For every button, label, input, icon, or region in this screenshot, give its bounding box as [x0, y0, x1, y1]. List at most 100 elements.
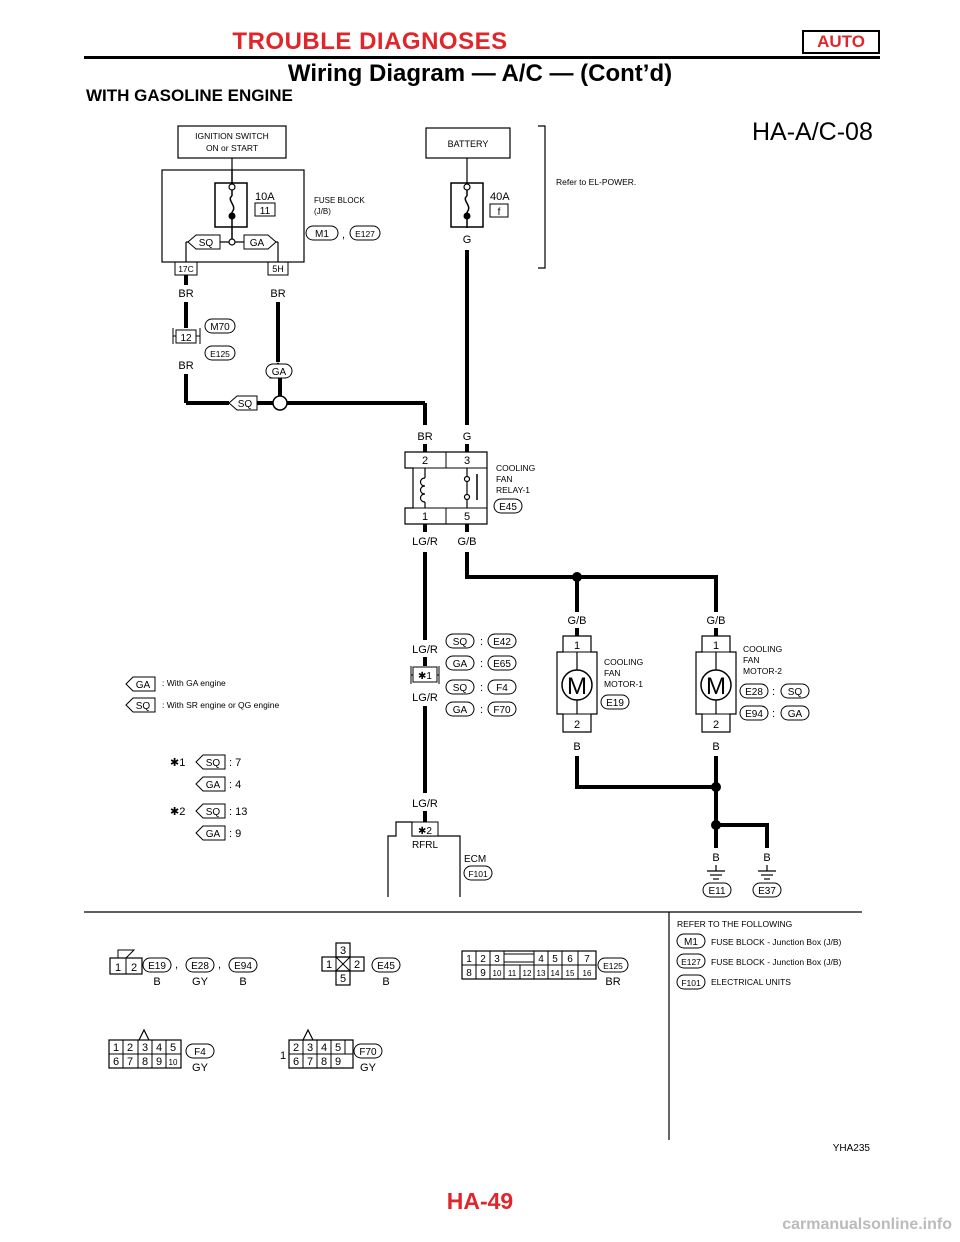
svg-text:6: 6: [293, 1056, 299, 1068]
svg-text:BR: BR: [270, 288, 285, 300]
svg-text:7: 7: [307, 1056, 313, 1068]
svg-text:GY: GY: [360, 1062, 377, 1074]
svg-text:✱1: ✱1: [170, 757, 185, 769]
svg-text:M: M: [567, 673, 587, 700]
ignition-label-1: IGNITION SWITCH: [195, 131, 269, 141]
svg-text:8: 8: [142, 1056, 148, 1068]
svg-text:E28: E28: [191, 961, 209, 972]
svg-text:E127: E127: [681, 957, 701, 967]
svg-text:SQ: SQ: [136, 701, 151, 712]
battery-label: BATTERY: [448, 139, 489, 149]
svg-text:16: 16: [583, 969, 592, 978]
pin-17c: 17C: [178, 264, 194, 274]
svg-text:3: 3: [307, 1042, 313, 1054]
svg-text:: With SR engine or QG engine: : With SR engine or QG engine: [162, 700, 279, 710]
svg-text:G: G: [463, 234, 472, 246]
svg-text:G/B: G/B: [458, 536, 477, 548]
svg-text:E19: E19: [148, 961, 166, 972]
fuse-10a: [214, 182, 248, 228]
svg-text:9: 9: [156, 1056, 162, 1068]
svg-text:7: 7: [584, 954, 590, 965]
svg-text:3: 3: [142, 1042, 148, 1054]
fuse2-amp: 40A: [490, 191, 510, 203]
ground-symbols: [707, 865, 776, 880]
svg-text:SQ: SQ: [453, 683, 468, 694]
svg-text:8: 8: [466, 968, 472, 979]
svg-text::: :: [772, 686, 775, 698]
svg-text:GA: GA: [250, 238, 265, 249]
svg-text:3: 3: [494, 954, 500, 965]
svg-text:,: ,: [175, 959, 178, 971]
svg-text:1: 1: [466, 954, 472, 965]
pin-12: 12: [180, 333, 192, 344]
ignition-label-2: ON or START: [206, 143, 258, 153]
svg-text:FUSE BLOCK - Junction Box (J/B: FUSE BLOCK - Junction Box (J/B): [711, 957, 842, 967]
svg-text:BR: BR: [417, 431, 432, 443]
svg-text:LG/R: LG/R: [412, 536, 438, 548]
svg-text:G/B: G/B: [707, 615, 726, 627]
svg-text:,: ,: [342, 229, 345, 241]
svg-text:SQ: SQ: [206, 758, 221, 769]
svg-text:F70: F70: [493, 705, 511, 716]
ecm-box: [387, 821, 461, 897]
svg-text:1: 1: [326, 959, 332, 971]
svg-text:2: 2: [127, 1042, 133, 1054]
svg-text:9: 9: [480, 968, 486, 979]
svg-text:5: 5: [552, 954, 558, 965]
svg-text:5: 5: [335, 1042, 341, 1054]
svg-text:FAN: FAN: [604, 668, 621, 678]
svg-text:5: 5: [340, 973, 346, 985]
svg-text:1: 1: [422, 511, 428, 523]
svg-text:1: 1: [713, 640, 719, 652]
svg-text:E65: E65: [493, 659, 511, 670]
svg-text:E45: E45: [377, 961, 395, 972]
svg-text:B: B: [712, 852, 719, 864]
engine-legend: GA : With GA engine SQ : With SR engine …: [125, 676, 279, 713]
svg-text:14: 14: [551, 969, 560, 978]
connector-f4: 1 2 3 4 5 6 7 8 9 10 F4 GY: [108, 1028, 215, 1074]
svg-text:M: M: [706, 673, 726, 700]
connector-e19-e28-e94: 1 2 E19 , E28 , E94 B GY B: [109, 949, 258, 988]
svg-text:8: 8: [321, 1056, 327, 1068]
connector-e45: 3 1 2 5 E45 B: [321, 942, 401, 988]
svg-text:B: B: [712, 741, 719, 753]
page-subtitle: Wiring Diagram — A/C — (Cont’d): [287, 60, 673, 87]
svg-text:B: B: [382, 976, 389, 988]
svg-text:4: 4: [321, 1042, 327, 1054]
ground-e37: E37: [758, 886, 776, 897]
svg-text:1: 1: [574, 640, 580, 652]
svg-text:FAN: FAN: [743, 655, 760, 665]
refer-power: Refer to EL-POWER.: [556, 177, 636, 187]
svg-text:FUSE BLOCK - Junction Box (J/B: FUSE BLOCK - Junction Box (J/B): [711, 937, 842, 947]
svg-text:F4: F4: [496, 683, 508, 694]
svg-text:GA: GA: [272, 367, 287, 378]
svg-text:3: 3: [340, 945, 346, 957]
svg-text:E125: E125: [603, 961, 623, 971]
svg-text:B: B: [239, 976, 246, 988]
svg-text:F101: F101: [681, 978, 701, 988]
svg-text:: 7: : 7: [229, 757, 241, 769]
svg-text:12: 12: [523, 969, 532, 978]
svg-text:2: 2: [131, 962, 137, 974]
svg-text:GA: GA: [788, 709, 803, 720]
fuse-block-label-2: (J/B): [314, 207, 331, 216]
svg-text:E28: E28: [745, 687, 763, 698]
fuse1-amp: 10A: [255, 191, 275, 203]
motor1-conn-e19: E19: [606, 698, 624, 709]
svg-text:MOTOR-1: MOTOR-1: [604, 679, 643, 689]
conn-m70: M70: [210, 322, 230, 333]
svg-text:1: 1: [113, 1042, 119, 1054]
svg-text:2: 2: [293, 1042, 299, 1054]
connector-e125: 1 2 3 4 5 6 7 8 9 10 11 12 13 14 15 16 E…: [461, 950, 629, 988]
svg-text:GA: GA: [453, 705, 468, 716]
svg-text:9: 9: [335, 1056, 341, 1068]
auto-badge: AUTO: [802, 30, 880, 54]
lgr-conn-refs: SQ : E42 GA : E65 SQ : F4 GA : F70: [445, 633, 517, 717]
svg-text:ELECTRICAL UNITS: ELECTRICAL UNITS: [711, 977, 791, 987]
svg-text:F4: F4: [194, 1047, 206, 1058]
svg-text:2: 2: [480, 954, 486, 965]
svg-text::: :: [772, 708, 775, 720]
svg-text:LG/R: LG/R: [412, 798, 438, 810]
svg-text:13: 13: [537, 969, 546, 978]
